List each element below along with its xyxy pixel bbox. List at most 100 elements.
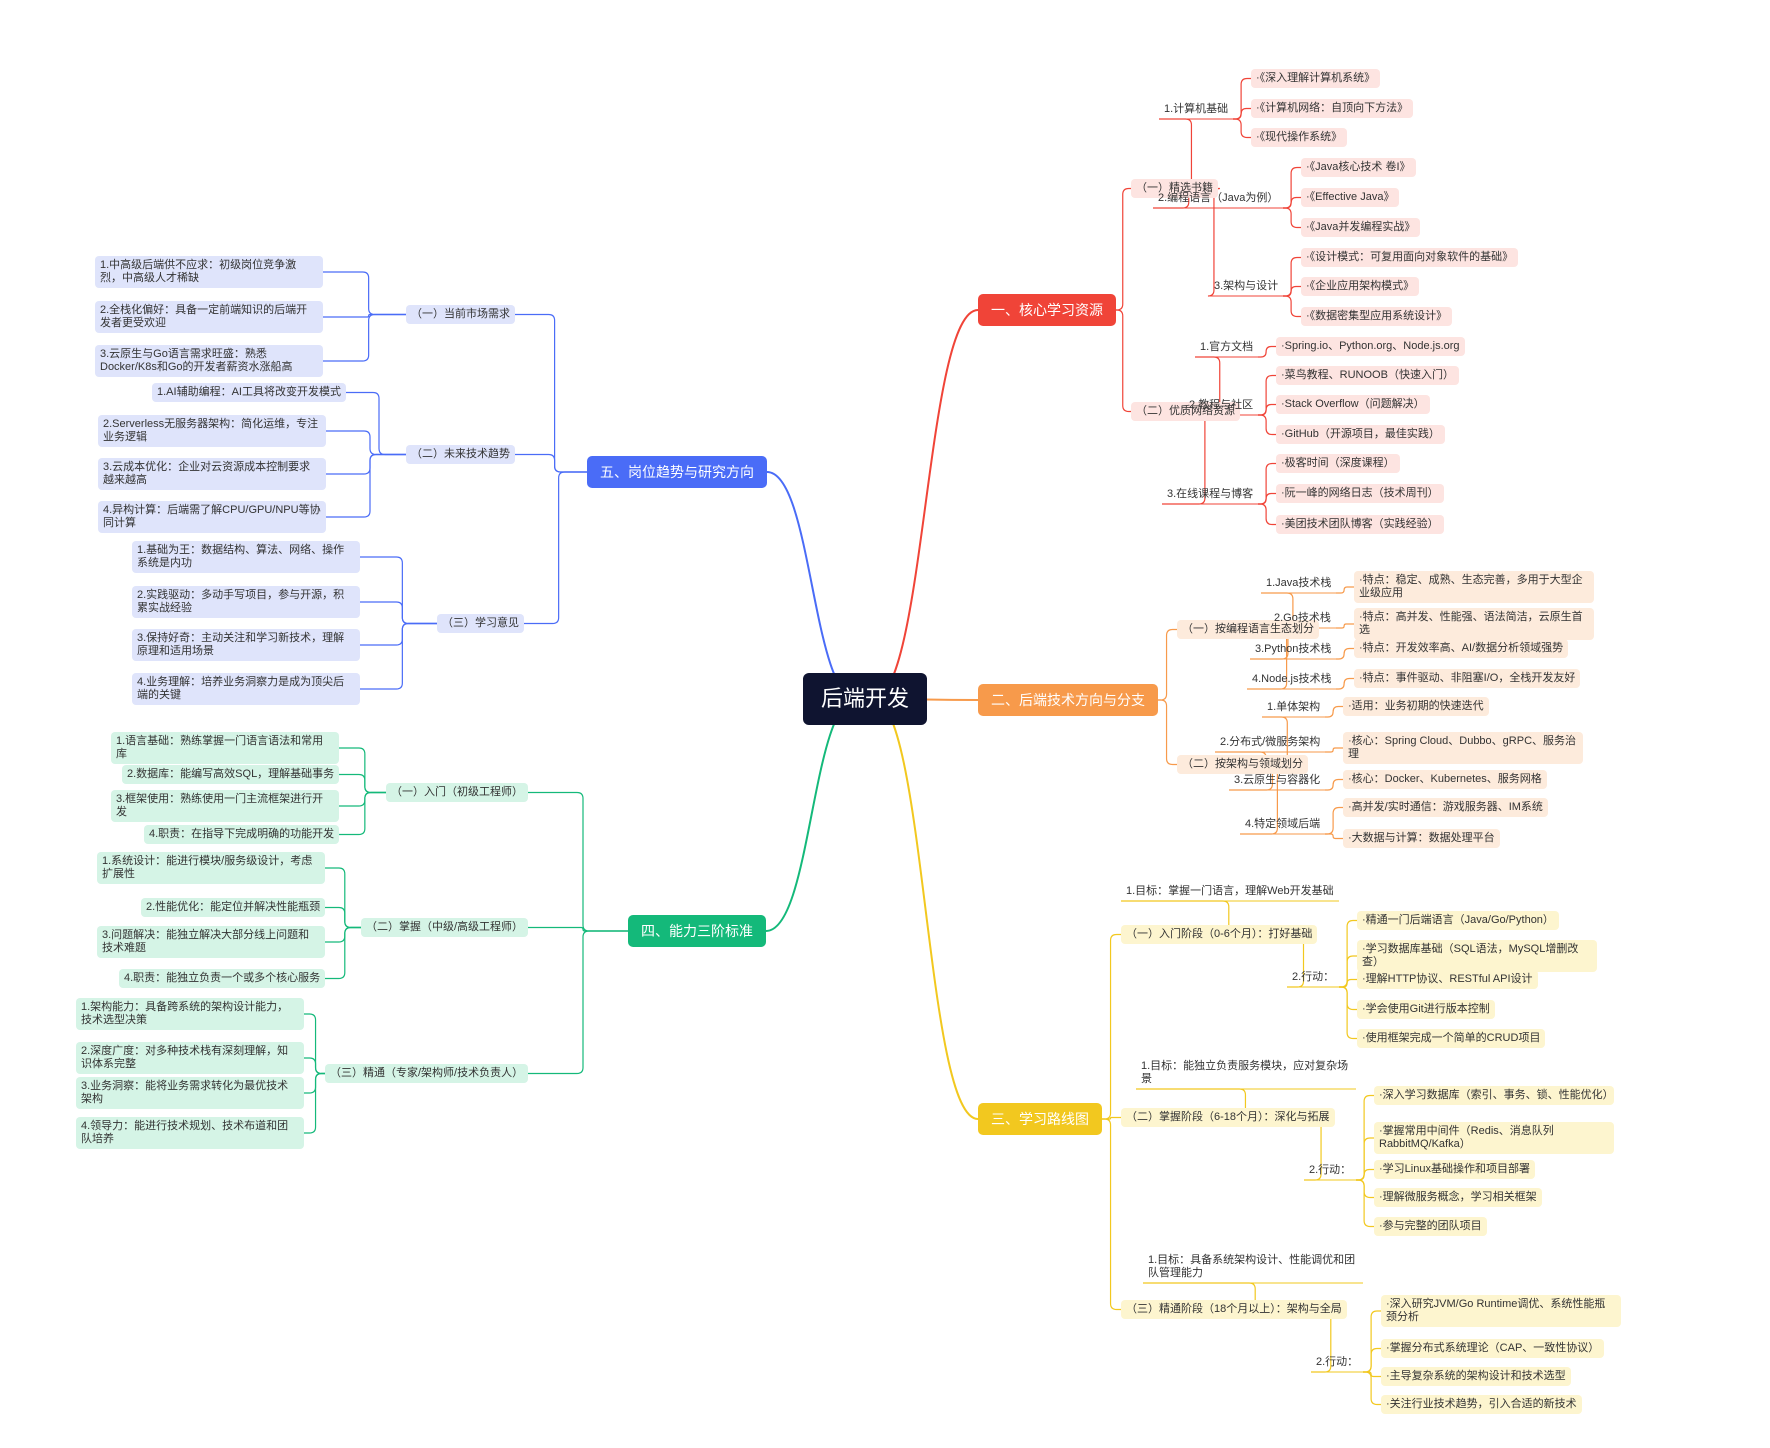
leaf-node[interactable]: 2.实践驱动：多动手写项目，参与开源，积累实战经验: [132, 586, 360, 618]
section-node[interactable]: （三）精通阶段（18个月以上）：架构与全局: [1121, 1300, 1347, 1319]
topic-node[interactable]: 1.Java技术栈: [1266, 577, 1332, 589]
leaf-node[interactable]: ·菜鸟教程、RUNOOB（快速入门）: [1276, 366, 1459, 385]
leaf-node[interactable]: ·核心：Docker、Kubernetes、服务网格: [1343, 770, 1547, 789]
topic-node[interactable]: 2.编程语言（Java为例）: [1158, 192, 1279, 204]
topic-node[interactable]: 3.在线课程与博客: [1167, 488, 1254, 500]
leaf-node[interactable]: 2.深度广度：对多种技术栈有深刻理解，知识体系完整: [76, 1042, 304, 1074]
leaf-node[interactable]: 3.保持好奇：主动关注和学习新技术，理解原理和适用场景: [132, 629, 360, 661]
section-node[interactable]: （一）按编程语言生态划分: [1177, 620, 1319, 639]
leaf-node[interactable]: ·精通一门后端语言（Java/Go/Python）: [1357, 911, 1559, 930]
branch-b4[interactable]: 四、能力三阶标准: [628, 915, 766, 947]
section-node[interactable]: （一）入门阶段（0-6个月）：打好基础: [1121, 925, 1318, 944]
topic-node[interactable]: 3.Python技术栈: [1255, 643, 1332, 655]
leaf-node[interactable]: ·Stack Overflow（问题解决）: [1276, 395, 1430, 414]
leaf-node[interactable]: 4.异构计算：后端需了解CPU/GPU/NPU等协同计算: [98, 501, 326, 533]
leaf-node[interactable]: ·《Java核心技术 卷I》: [1301, 158, 1416, 177]
leaf-node[interactable]: ·《企业应用架构模式》: [1301, 277, 1420, 296]
root-node[interactable]: 后端开发: [803, 673, 928, 725]
topic-node[interactable]: 4.特定领域后端: [1245, 818, 1321, 830]
topic-node[interactable]: 1.单体架构: [1267, 701, 1321, 713]
leaf-node[interactable]: 1.基础为王：数据结构、算法、网络、操作系统是内功: [132, 541, 360, 573]
leaf-node[interactable]: ·关注行业技术趋势，引入合适的新技术: [1381, 1395, 1582, 1414]
leaf-node[interactable]: 3.框架使用：熟练使用一门主流框架进行开发: [111, 790, 339, 822]
leaf-node[interactable]: ·特点：开发效率高、AI/数据分析领域强势: [1354, 639, 1569, 658]
leaf-node[interactable]: ·《Java并发编程实战》: [1301, 218, 1421, 237]
branch-b2[interactable]: 二、后端技术方向与分支: [978, 684, 1158, 716]
leaf-node[interactable]: ·阮一峰的网络日志（技术周刊）: [1276, 484, 1444, 503]
leaf-node[interactable]: ·适用：业务初期的快速迭代: [1343, 697, 1489, 716]
leaf-node[interactable]: ·《数据密集型应用系统设计》: [1301, 307, 1453, 326]
branch-b1[interactable]: 一、核心学习资源: [978, 294, 1116, 326]
topic-node[interactable]: 1.目标：能独立负责服务模块，应对复杂场景: [1141, 1060, 1349, 1085]
leaf-node[interactable]: 3.云成本优化：企业对云资源成本控制要求越来越高: [98, 458, 326, 490]
leaf-node[interactable]: 4.职责：在指导下完成明确的功能开发: [144, 825, 340, 844]
topic-node[interactable]: 2.Go技术栈: [1274, 612, 1331, 624]
leaf-node[interactable]: ·高并发/实时通信：游戏服务器、IM系统: [1343, 798, 1548, 817]
topic-node[interactable]: 2.教程与社区: [1189, 399, 1254, 411]
section-node[interactable]: （三）精通（专家/架构师/技术负责人）: [325, 1064, 529, 1083]
leaf-node[interactable]: ·特点：事件驱动、非阻塞I/O，全栈开发友好: [1354, 669, 1581, 688]
section-node[interactable]: （一）当前市场需求: [406, 305, 515, 324]
leaf-node[interactable]: ·核心：Spring Cloud、Dubbo、gRPC、服务治理: [1343, 732, 1583, 764]
leaf-node[interactable]: ·极客时间（深度课程）: [1276, 454, 1400, 473]
leaf-node[interactable]: 4.职责：能独立负责一个或多个核心服务: [119, 969, 326, 988]
leaf-node[interactable]: ·《现代操作系统》: [1251, 128, 1348, 147]
leaf-node[interactable]: 2.Serverless无服务器架构：简化运维，专注业务逻辑: [98, 415, 326, 447]
topic-node[interactable]: 3.架构与设计: [1214, 280, 1279, 292]
branch-b3[interactable]: 三、学习路线图: [978, 1103, 1102, 1135]
leaf-node[interactable]: 4.业务理解：培养业务洞察力是成为顶尖后端的关键: [132, 673, 360, 705]
leaf-node[interactable]: 1.架构能力：具备跨系统的架构设计能力，技术选型决策: [76, 998, 304, 1030]
leaf-node[interactable]: ·特点：稳定、成熟、生态完善，多用于大型企业级应用: [1354, 571, 1594, 603]
section-node[interactable]: （二）按架构与领域划分: [1177, 755, 1308, 774]
leaf-node[interactable]: ·《Effective Java》: [1301, 188, 1400, 207]
leaf-node[interactable]: ·特点：高并发、性能强、语法简洁，云原生首选: [1354, 608, 1594, 640]
leaf-node[interactable]: 3.业务洞察：能将业务需求转化为最优技术架构: [76, 1077, 304, 1109]
leaf-node[interactable]: 3.问题解决：能独立解决大部分线上问题和技术难题: [97, 926, 325, 958]
leaf-node[interactable]: 1.中高级后端供不应求：初级岗位竞争激烈，中高级人才稀缺: [95, 256, 323, 288]
leaf-node[interactable]: ·学习数据库基础（SQL语法，MySQL增删改查）: [1357, 940, 1597, 972]
leaf-node[interactable]: ·学习Linux基础操作和项目部署: [1374, 1160, 1535, 1179]
leaf-node[interactable]: ·使用框架完成一个简单的CRUD项目: [1357, 1029, 1546, 1048]
leaf-node[interactable]: ·主导复杂系统的架构设计和技术选型: [1381, 1367, 1571, 1386]
topic-node[interactable]: 4.Node.js技术栈: [1252, 673, 1332, 685]
topic-node[interactable]: 1.官方文档: [1200, 341, 1254, 353]
topic-node[interactable]: 2.行动：: [1292, 971, 1335, 983]
topic-node[interactable]: 1.目标：具备系统架构设计、性能调优和团队管理能力: [1148, 1254, 1356, 1279]
section-node[interactable]: （一）入门（初级工程师）: [386, 783, 528, 802]
leaf-node[interactable]: ·理解微服务概念，学习相关框架: [1374, 1188, 1542, 1207]
topic-node[interactable]: 2.行动：: [1316, 1356, 1359, 1368]
section-node[interactable]: （三）学习意见: [437, 614, 524, 633]
leaf-node[interactable]: 4.领导力：能进行技术规划、技术布道和团队培养: [76, 1117, 304, 1149]
leaf-node[interactable]: ·《计算机网络：自顶向下方法》: [1251, 99, 1414, 118]
leaf-node[interactable]: 1.系统设计：能进行模块/服务级设计，考虑扩展性: [97, 852, 325, 884]
leaf-node[interactable]: ·《设计模式：可复用面向对象软件的基础》: [1301, 248, 1519, 267]
leaf-node[interactable]: ·深入学习数据库（索引、事务、锁、性能优化）: [1374, 1086, 1614, 1105]
leaf-node[interactable]: 2.全栈化偏好：具备一定前端知识的后端开发者更受欢迎: [95, 301, 323, 333]
leaf-node[interactable]: 2.性能优化：能定位并解决性能瓶颈: [141, 898, 326, 917]
leaf-node[interactable]: ·《深入理解计算机系统》: [1251, 69, 1381, 88]
leaf-node[interactable]: ·深入研究JVM/Go Runtime调优、系统性能瓶颈分析: [1381, 1295, 1621, 1327]
leaf-node[interactable]: ·掌握分布式系统理论（CAP、一致性协议）: [1381, 1339, 1605, 1358]
section-node[interactable]: （二）未来技术趋势: [406, 445, 515, 464]
topic-node[interactable]: 2.分布式/微服务架构: [1220, 736, 1321, 748]
section-node[interactable]: （二）优质网络资源: [1131, 402, 1240, 421]
leaf-node[interactable]: ·理解HTTP协议、RESTful API设计: [1357, 970, 1538, 989]
section-node[interactable]: （二）掌握阶段（6-18个月）：深化与拓展: [1121, 1108, 1335, 1127]
leaf-node[interactable]: ·参与完整的团队项目: [1374, 1217, 1487, 1236]
leaf-node[interactable]: 3.云原生与Go语言需求旺盛：熟悉Docker/K8s和Go的开发者薪资水涨船高: [95, 345, 323, 377]
leaf-node[interactable]: 1.AI辅助编程：AI工具将改变开发模式: [152, 383, 346, 402]
leaf-node[interactable]: ·GitHub（开源项目，最佳实践）: [1276, 425, 1445, 444]
section-node[interactable]: （二）掌握（中级/高级工程师）: [361, 918, 529, 937]
branch-b5[interactable]: 五、岗位趋势与研究方向: [587, 456, 767, 488]
topic-node[interactable]: 1.目标：掌握一门语言，理解Web开发基础: [1126, 885, 1334, 897]
leaf-node[interactable]: 1.语言基础：熟练掌握一门语言语法和常用库: [111, 732, 339, 764]
leaf-node[interactable]: ·美团技术团队博客（实践经验）: [1276, 515, 1444, 534]
leaf-node[interactable]: 2.数据库：能编写高效SQL，理解基础事务: [122, 765, 340, 784]
leaf-node[interactable]: ·Spring.io、Python.org、Node.js.org: [1276, 337, 1465, 356]
topic-node[interactable]: 3.云原生与容器化: [1234, 774, 1321, 786]
section-node[interactable]: （一）精选书籍: [1131, 179, 1218, 198]
leaf-node[interactable]: ·掌握常用中间件（Redis、消息队列 RabbitMQ/Kafka）: [1374, 1122, 1614, 1154]
topic-node[interactable]: 1.计算机基础: [1164, 103, 1229, 115]
leaf-node[interactable]: ·学会使用Git进行版本控制: [1357, 1000, 1495, 1019]
leaf-node[interactable]: ·大数据与计算：数据处理平台: [1343, 829, 1500, 848]
